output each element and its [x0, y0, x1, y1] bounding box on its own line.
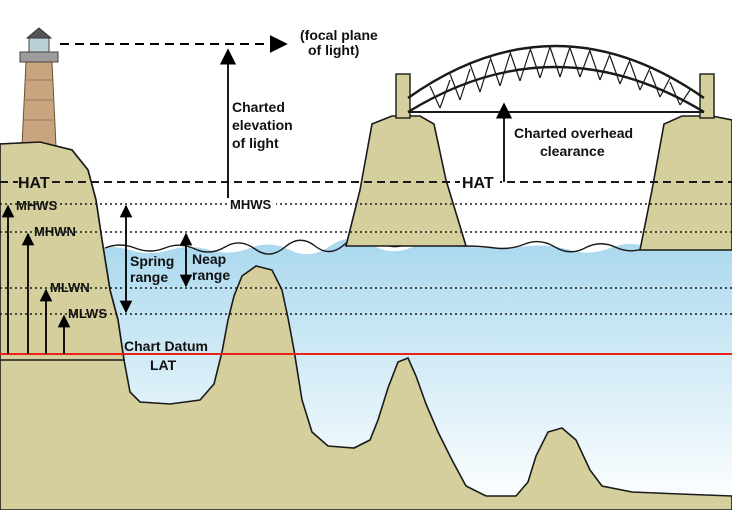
spring-range-label-1: Spring	[130, 253, 174, 269]
mhws-left-label: MHWS	[16, 198, 57, 213]
left-cliff	[0, 141, 125, 361]
overhead-clearance-label-1: Charted overhead	[514, 125, 633, 141]
mhws-center-label: MHWS	[230, 197, 271, 212]
charted-elevation-label-1: Charted	[232, 99, 285, 115]
hat-left-label: HAT	[18, 175, 50, 192]
bridge-arch	[407, 44, 705, 114]
right-bridge-pier	[639, 115, 732, 251]
mlws-left-label: MLWS	[68, 306, 107, 321]
focal-plane-label-2: of light)	[308, 42, 359, 58]
hat-bridge-label: HAT	[462, 175, 494, 192]
chart-datum-label: Chart Datum	[124, 338, 208, 354]
overhead-clearance-label-2: clearance	[540, 143, 605, 159]
lighthouse-icon	[19, 27, 59, 147]
spring-range-label-2: range	[130, 269, 168, 285]
neap-range-label-2: range	[192, 267, 230, 283]
mhwn-left-label: MHWN	[34, 224, 76, 239]
mlwn-left-label: MLWN	[50, 280, 90, 295]
focal-plane-label: (focal plane	[300, 27, 378, 43]
neap-range-label-1: Neap	[192, 251, 226, 267]
charted-elevation-label-3: of light	[232, 135, 279, 151]
lat-label: LAT	[150, 357, 177, 373]
charted-elevation-label-2: elevation	[232, 117, 293, 133]
seabed-terrain	[0, 141, 732, 510]
